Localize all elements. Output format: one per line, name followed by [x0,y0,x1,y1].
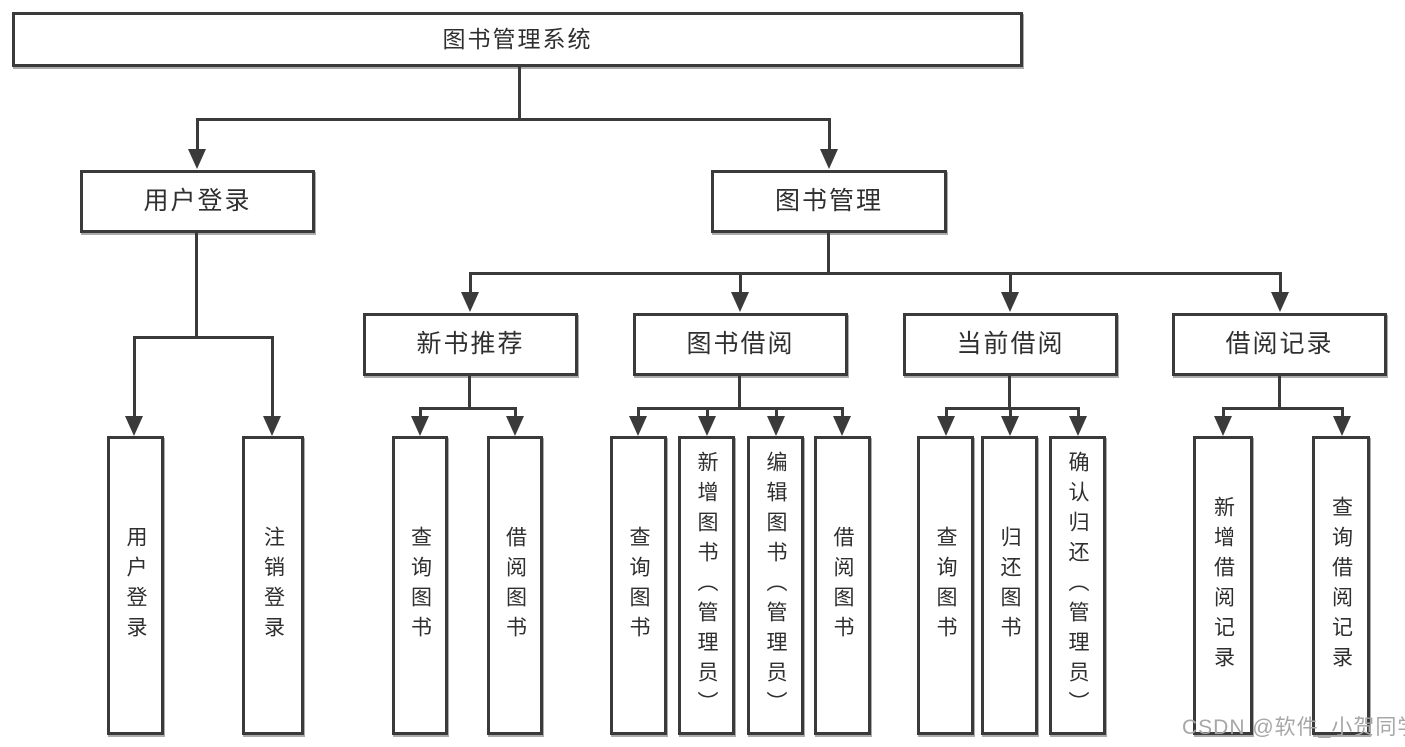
arrowhead-down-icon [1001,416,1019,436]
arrowhead-down-icon [820,149,838,169]
leaf-current-query-books: 查询图书 [917,436,974,735]
arrowhead-down-icon [125,416,143,436]
arrowhead-down-icon [833,416,851,436]
connector-line [1008,376,1011,410]
leaf-borrow-borrow-books: 借阅图书 [814,436,871,735]
connector-line [133,336,273,339]
leaf-borrow-query-books: 查询图书 [610,436,667,735]
connector-line [1341,407,1344,420]
connector-line [1077,407,1080,420]
arrowhead-down-icon [937,416,955,436]
arrowhead-down-icon [411,416,429,436]
connector-line [271,336,274,420]
leaf-logout: 注销登录 [242,436,304,735]
connector-line [197,118,830,121]
leaf-record-query-borrow-record: 查询借阅记录 [1312,436,1370,735]
connector-line [469,272,472,296]
leaf-current-confirm-return-admin: 确认归还（管理员） [1049,436,1106,735]
connector-line [706,407,709,420]
arrowhead-down-icon [1271,292,1289,312]
connector-line [841,407,844,420]
connector-line [196,118,199,153]
node-book-manage: 图书管理 [711,170,947,233]
node-book-borrow: 图书借阅 [633,313,848,376]
arrowhead-down-icon [698,416,716,436]
node-current-borrow: 当前借阅 [903,313,1118,376]
node-borrow-record: 借阅记录 [1172,313,1387,376]
connector-line [775,407,778,420]
connector-line [828,118,831,153]
connector-line [419,407,422,420]
arrowhead-down-icon [188,149,206,169]
arrowhead-down-icon [1001,292,1019,312]
arrowhead-down-icon [263,416,281,436]
connector-line [739,272,742,296]
connector-line [637,407,843,410]
leaf-newbook-borrow-books: 借阅图书 [487,436,543,735]
connector-line [637,407,640,420]
connector-line [469,272,1281,275]
arrowhead-down-icon [629,416,647,436]
connector-line [738,376,741,410]
arrowhead-down-icon [731,292,749,312]
arrowhead-down-icon [1333,416,1351,436]
node-new-book-recommend: 新书推荐 [363,313,578,376]
connector-line [945,407,948,420]
leaf-borrow-add-books-admin: 新增图书（管理员） [678,436,735,735]
node-library-system: 图书管理系统 [12,12,1023,67]
csdn-watermark: CSDN @软件_小贺同学 [1182,716,1405,739]
arrowhead-down-icon [1069,416,1087,436]
connector-line [518,67,521,121]
arrowhead-down-icon [767,416,785,436]
connector-line [1009,272,1012,296]
connector-line [945,407,1079,410]
connector-line [133,336,136,420]
connector-line [195,233,198,339]
connector-line [827,233,830,275]
leaf-borrow-edit-books-admin: 编辑图书（管理员） [747,436,804,735]
connector-line [514,407,517,420]
connector-line [1222,407,1343,410]
arrowhead-down-icon [506,416,524,436]
arrowhead-down-icon [1214,416,1232,436]
node-user-login: 用户登录 [80,170,315,233]
leaf-current-return-books: 归还图书 [981,436,1038,735]
leaf-newbook-query-books: 查询图书 [392,436,448,735]
connector-line [1279,272,1282,296]
leaf-user-login: 用户登录 [107,436,164,735]
leaf-record-add-borrow-record: 新增借阅记录 [1193,436,1253,735]
connector-line [1278,376,1281,410]
connector-line [1222,407,1225,420]
connector-line [468,376,471,410]
connector-line [1009,407,1012,420]
arrowhead-down-icon [461,292,479,312]
connector-line [419,407,516,410]
